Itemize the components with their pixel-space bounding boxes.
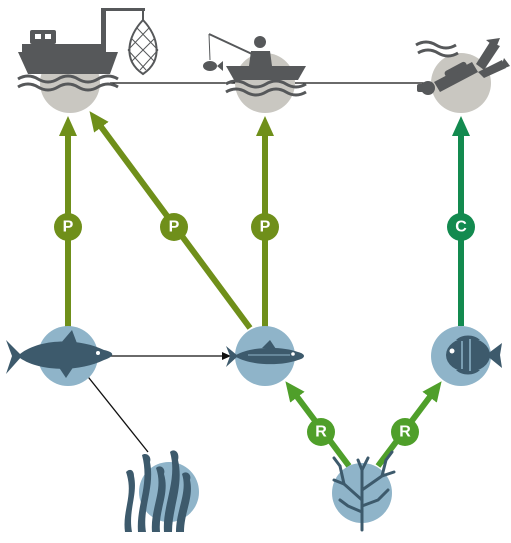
mackerel-icon [226, 340, 304, 367]
badge-small-fish-to-commercial: P [160, 213, 188, 241]
badge-coral-to-small-fish: R [307, 418, 335, 446]
badge-large-fish-to-commercial: P [54, 213, 82, 241]
svg-text:P: P [169, 219, 180, 236]
connector-large-fish-to-seagrass [84, 372, 149, 453]
tuna-icon [6, 330, 113, 378]
svg-text:P: P [63, 219, 74, 236]
badge-small-fish-to-recreational: P [251, 213, 279, 241]
angelfish-icon [446, 335, 502, 375]
badge-coral-to-reef-fish: R [391, 418, 419, 446]
person-fishing-in-boat-icon [203, 33, 307, 97]
svg-text:C: C [455, 219, 467, 236]
kelp-icon [124, 450, 191, 532]
fishing-boat-net-icon [17, 8, 159, 92]
bubble-diving-tourism [431, 53, 491, 113]
svg-text:R: R [399, 424, 411, 441]
coral-icon [332, 450, 396, 532]
svg-text:R: R [315, 424, 327, 441]
service-arrows [59, 111, 470, 468]
svg-text:P: P [260, 219, 271, 236]
scuba-diver-icon [415, 38, 510, 95]
badge-reef-fish-to-diving: C [447, 213, 475, 241]
connector-lines [84, 82, 430, 453]
